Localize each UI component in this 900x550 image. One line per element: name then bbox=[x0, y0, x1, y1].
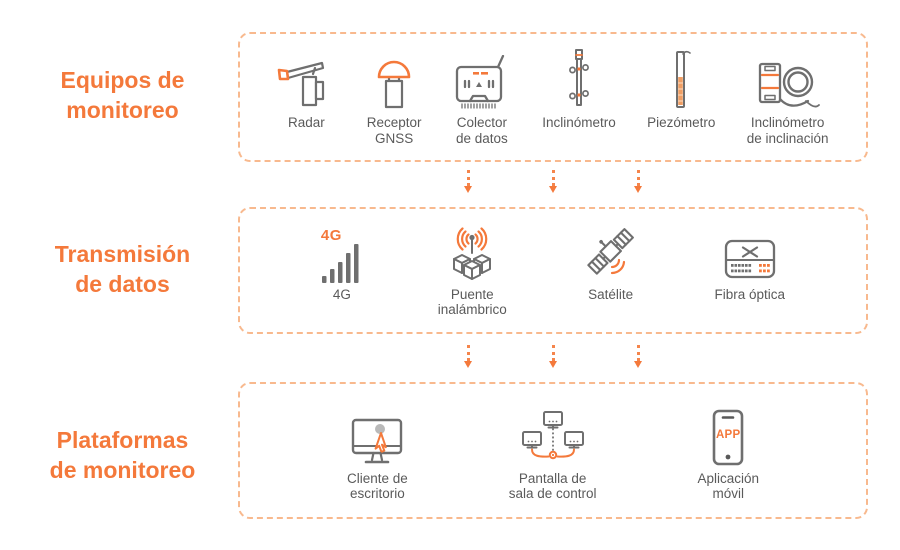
item-label: Piezómetro bbox=[647, 115, 716, 130]
equipment-item-gnss-receiver: Receptor GNSS bbox=[367, 47, 422, 147]
platform-item-control-room: Pantalla de sala de control bbox=[509, 403, 597, 501]
transmission-item-wireless-bridge: Puente inalámbrico bbox=[438, 225, 507, 317]
4g-badge: 4G bbox=[320, 226, 342, 244]
item-label: Puente inalámbrico bbox=[437, 286, 507, 318]
item-label: Colector de datos bbox=[455, 115, 508, 146]
item-label: Radar bbox=[287, 115, 325, 130]
item-label: Pantalla de sala de control bbox=[508, 470, 597, 502]
transmission-item-fiber-optic: Fibra óptica bbox=[714, 225, 786, 317]
down-arrow bbox=[463, 170, 472, 193]
equipment-item-inclinometer: Inclinómetro bbox=[542, 47, 616, 147]
fiber-optic-icon bbox=[723, 225, 777, 283]
down-arrow bbox=[633, 170, 642, 193]
equipment-item-piezometer: Piezómetro bbox=[647, 47, 715, 147]
equipment-item-cable-inclinometer: Inclinómetro de inclinación bbox=[747, 47, 829, 147]
data-collector-icon bbox=[453, 47, 511, 111]
item-label: Cliente de escritorio bbox=[346, 470, 408, 502]
down-arrow bbox=[548, 345, 557, 368]
item-label: 4G bbox=[332, 286, 351, 302]
item-label: Inclinómetro bbox=[542, 115, 616, 130]
item-label: Receptor GNSS bbox=[366, 115, 422, 146]
platform-item-desktop-client: Cliente de escritorio bbox=[347, 403, 408, 501]
wireless-bridge-icon bbox=[443, 225, 501, 283]
mobile-app-icon: APP bbox=[709, 403, 747, 467]
down-arrow bbox=[633, 345, 642, 368]
transmission-heading: Transmisión de datos bbox=[54, 241, 191, 297]
equipment-item-data-collector: Colector de datos bbox=[453, 47, 511, 147]
platforms-heading: Plataformas de monitoreo bbox=[49, 427, 196, 483]
cable-inclinometer-icon bbox=[756, 47, 820, 111]
radar-icon bbox=[277, 47, 335, 111]
piezometer-icon bbox=[669, 47, 693, 111]
equipment-box: Radar Receptor GNSS bbox=[238, 32, 868, 162]
inclinometer-icon bbox=[564, 47, 594, 111]
4g-signal-icon: 4G bbox=[321, 225, 363, 283]
item-label: Inclinómetro de inclinación bbox=[746, 115, 829, 146]
transmission-item-satellite: Satélite bbox=[582, 225, 640, 317]
flow-arrows-transmission-to-platforms bbox=[238, 345, 868, 375]
transmission-box: 4G 4G bbox=[238, 207, 868, 334]
down-arrow bbox=[548, 170, 557, 193]
transmission-item-4g: 4G 4G bbox=[321, 225, 363, 317]
item-label: Aplicación móvil bbox=[697, 470, 760, 502]
platforms-box: Cliente de escritorio bbox=[238, 382, 868, 519]
equipment-heading: Equipos de monitoreo bbox=[60, 67, 185, 123]
item-label: Satélite bbox=[588, 286, 634, 302]
down-arrow bbox=[463, 345, 472, 368]
control-room-screens-icon bbox=[519, 403, 587, 467]
gnss-receiver-icon bbox=[372, 47, 416, 111]
app-badge: APP bbox=[715, 428, 741, 441]
item-label: Fibra óptica bbox=[714, 286, 786, 302]
flow-arrows-equipment-to-transmission bbox=[238, 170, 868, 200]
desktop-client-icon bbox=[350, 403, 404, 467]
satellite-icon bbox=[582, 225, 640, 283]
platform-item-mobile-app: APP Aplicación móvil bbox=[697, 403, 759, 501]
equipment-item-radar: Radar bbox=[277, 47, 335, 147]
